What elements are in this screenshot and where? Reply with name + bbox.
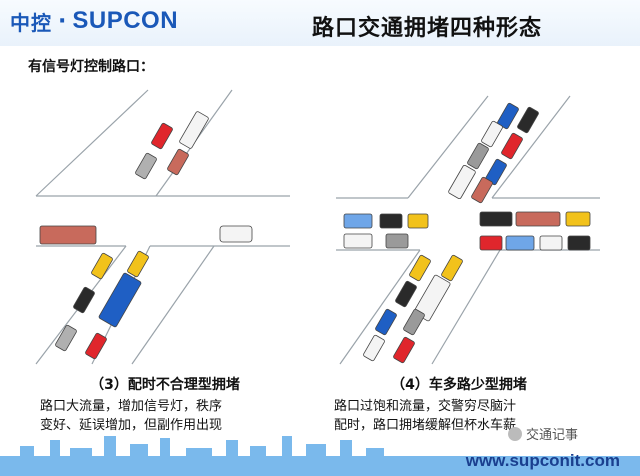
right-car-yellow-h1 — [407, 213, 429, 229]
right-car-white-h1 — [343, 233, 373, 249]
right-car-blue-h1 — [343, 213, 373, 229]
right-car-bus-red-small — [471, 176, 493, 204]
left-bus-red — [39, 225, 97, 245]
left-truck-blue — [98, 272, 142, 328]
right-car-red-2 — [393, 336, 415, 364]
right-car-white-h2 — [539, 235, 563, 251]
city-skyline — [0, 436, 640, 476]
watermark: 交通记事 — [508, 424, 578, 443]
right-car-gray-h1 — [385, 233, 409, 249]
right-bus-red — [515, 211, 561, 227]
right-car-blue-3 — [375, 308, 397, 336]
left-car-bus-red-small — [167, 148, 189, 176]
panel-caption-4: （4）车多路少型拥堵 路口过饱和流量，交警穷尽脑汁 配时，路口拥堵缓解但杯水车薪 — [334, 376, 584, 435]
left-car-black — [73, 286, 95, 314]
panel-text-3-line2: 变好、延误增加，但副作用出现 — [40, 418, 223, 433]
right-vehicles — [343, 102, 591, 364]
left-car-gray-1 — [135, 152, 157, 180]
logo-separator: · — [58, 8, 67, 34]
right-car-red-h1 — [479, 235, 503, 251]
right-car-black-h3 — [567, 235, 591, 251]
header-bar — [0, 0, 640, 46]
left-car-yellow-1 — [91, 252, 113, 280]
logo-cn: 中控 — [10, 10, 52, 35]
right-car-black-2 — [395, 280, 417, 308]
right-car-white-2 — [448, 164, 476, 200]
logo-en: SUPCON — [72, 7, 179, 34]
panel-text-3-line1: 路口大流量，增加信号灯，秩序 — [40, 399, 223, 414]
left-car-red-1 — [151, 122, 173, 150]
supcon-logo: 中控 · SUPCON — [10, 6, 178, 36]
right-car-white-3 — [363, 334, 385, 362]
right-car-blue-h2 — [505, 235, 535, 251]
right-car-yellow-2 — [441, 254, 463, 282]
page-title: 路口交通拥堵四种形态 — [312, 16, 543, 41]
right-car-white-1 — [481, 120, 503, 148]
right-car-gray-1 — [467, 142, 489, 170]
wechat-icon — [508, 426, 522, 441]
panel-heading-4: （4）车多路少型拥堵 — [391, 377, 527, 393]
left-car-white-horizontal — [219, 225, 253, 243]
right-car-yellow-1 — [409, 254, 431, 282]
panel-caption-3: （3）配时不合理型拥堵 路口大流量，增加信号灯，秩序 变好、延误增加，但副作用出… — [40, 376, 290, 435]
left-van-white-1 — [179, 111, 209, 149]
right-car-red-1 — [501, 132, 523, 160]
panel-heading-3: （3）配时不合理型拥堵 — [90, 377, 240, 393]
panel-text-4-line2: 配时，路口拥堵缓解但杯水车薪 — [334, 418, 517, 433]
left-car-red-2 — [85, 332, 107, 360]
left-vehicles — [39, 111, 253, 360]
right-car-gray-2 — [403, 308, 425, 336]
right-car-black-h2 — [479, 211, 513, 227]
left-car-yellow-2 — [127, 250, 149, 278]
right-car-yellow-h2 — [565, 211, 591, 227]
right-car-black-h1 — [379, 213, 403, 229]
right-car-black-1 — [517, 106, 539, 134]
left-car-gray-2 — [55, 324, 77, 352]
right-intersection-roads — [336, 95, 600, 365]
footer-url[interactable]: www.supconit.com — [465, 451, 620, 470]
watermark-text: 交通记事 — [526, 428, 579, 443]
panel-text-4-line1: 路口过饱和流量，交警穷尽脑汁 — [334, 399, 517, 414]
section-subtitle: 有信号灯控制路口： — [28, 59, 154, 75]
